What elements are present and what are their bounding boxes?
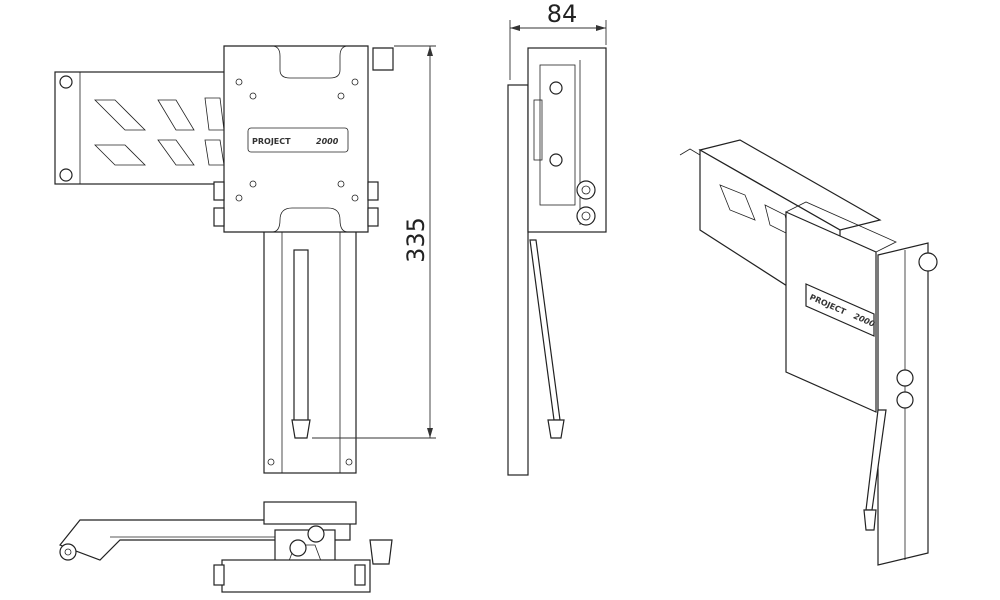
height-label: 335 (402, 217, 430, 263)
side-strut (529, 239, 561, 421)
logo-brand: PROJECT (252, 137, 291, 146)
strut-handle (291, 419, 311, 439)
bottom-view (59, 501, 393, 593)
lock-knob (372, 47, 394, 71)
side-view: 84 (507, 0, 607, 476)
logo-plate (247, 127, 349, 153)
side-rail (507, 84, 529, 476)
logo-model: 2000 (316, 137, 339, 146)
height-dimension: 335 (312, 45, 436, 439)
tilt-arm (54, 71, 226, 185)
depth-label: 84 (547, 0, 578, 28)
mounting-plate (223, 45, 369, 233)
front-view: PROJECT 2000 (54, 45, 394, 474)
side-body (527, 47, 607, 233)
gas-strut (293, 249, 309, 426)
front-rail (263, 227, 357, 474)
isometric-view: PROJECT 2000 (679, 139, 938, 566)
